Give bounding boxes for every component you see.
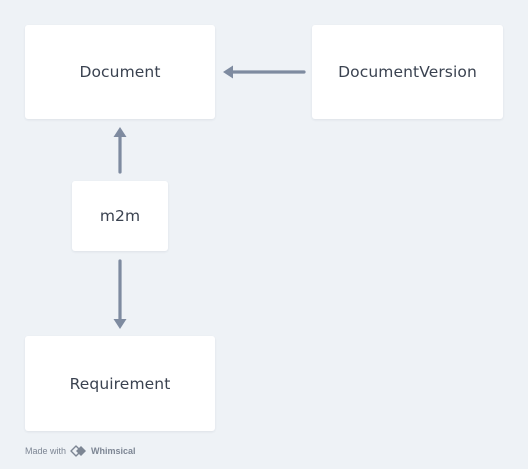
arrow-m2m-to-requirement xyxy=(113,259,127,329)
made-with-whimsical-watermark[interactable]: Made with Whimsical xyxy=(25,444,136,458)
node-m2m[interactable]: m2m xyxy=(72,181,168,251)
node-m2m-label: m2m xyxy=(99,207,141,225)
arrow-documentversion-to-document xyxy=(223,65,306,79)
node-requirement[interactable]: Requirement xyxy=(25,336,215,431)
node-requirement-label: Requirement xyxy=(69,374,171,393)
whimsical-logo-icon xyxy=(70,445,87,457)
watermark-brand: Whimsical xyxy=(91,446,136,456)
node-document-version-label: DocumentVersion xyxy=(338,63,477,81)
watermark-prefix: Made with xyxy=(25,446,67,456)
node-document-version[interactable]: DocumentVersion xyxy=(312,25,503,119)
arrow-m2m-to-document xyxy=(113,127,127,174)
node-document[interactable]: Document xyxy=(25,25,215,119)
node-document-label: Document xyxy=(79,63,161,81)
